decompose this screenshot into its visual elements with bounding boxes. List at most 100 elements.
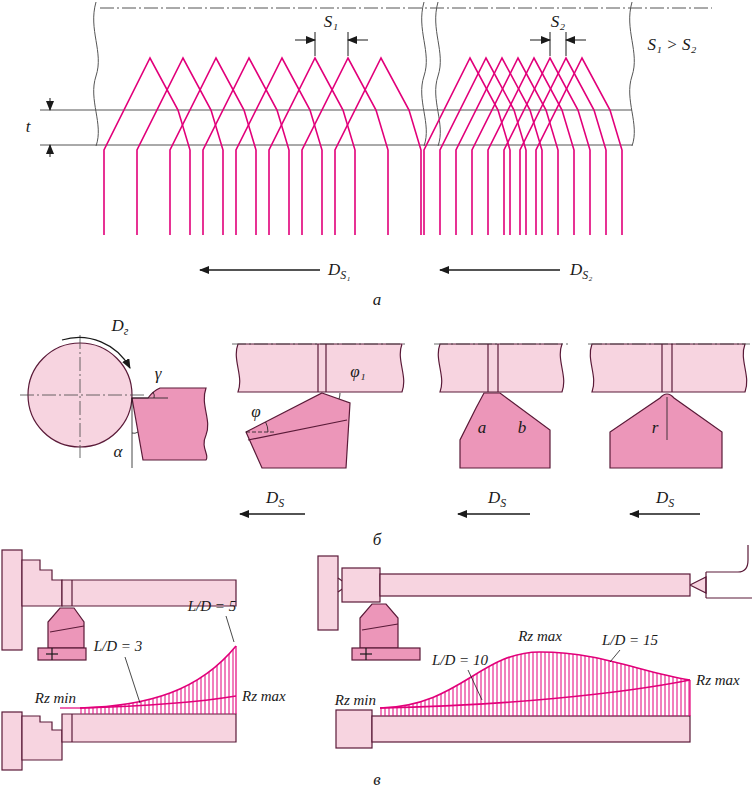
tool-profile-marks	[520, 58, 606, 235]
workpiece-section	[20, 395, 145, 396]
label-anchor: S₁ > S₂	[648, 36, 697, 55]
workpiece-shaft	[62, 714, 236, 742]
tool-profile-marks	[236, 58, 322, 235]
label-anchor: в	[373, 771, 380, 790]
ratio-label: L/D = 3	[94, 638, 142, 654]
workpiece-plan	[590, 344, 746, 392]
angle-label: φ	[251, 402, 260, 421]
roughness-curve-left	[60, 707, 80, 708]
lathe-tool	[365, 648, 366, 660]
roughness-curve-left	[80, 646, 236, 714]
workpiece-outline	[40, 2, 712, 146]
roughness-curve-left	[80, 646, 236, 708]
workpiece-shaft	[62, 580, 236, 742]
cutting-tool-side	[132, 388, 208, 460]
workpiece-plan	[232, 344, 750, 392]
lathe-tool	[38, 648, 86, 660]
tool-profile-marks	[424, 58, 510, 235]
cutting-tool-plan	[246, 393, 350, 468]
roughness-curve-left	[80, 696, 236, 708]
cutting-tool-plan	[266, 422, 268, 432]
workpiece-outline	[94, 2, 99, 146]
dimension-lines	[440, 269, 560, 270]
feed-label: DS₂	[570, 260, 592, 279]
roughness-curve-right	[689, 680, 690, 716]
cutting-tool-side	[132, 388, 208, 468]
roughness-curve-right	[380, 680, 690, 708]
dimension-lines	[566, 32, 567, 56]
cutting-tool-plan	[246, 393, 722, 468]
lathe-tool	[362, 624, 398, 630]
feed-arrows	[240, 513, 305, 514]
dimension-label: S₂	[551, 12, 565, 31]
feed-arrows	[630, 513, 700, 514]
angle-label: φ₁	[350, 362, 365, 381]
tool-profile-marks	[440, 58, 526, 235]
ratio-label: L/D = 5	[188, 598, 236, 614]
workpiece-plan	[497, 344, 498, 392]
label-anchor: L/D = 3	[94, 637, 142, 655]
workpiece-shaft	[342, 568, 380, 602]
note-label: S₁ > S₂	[648, 35, 697, 54]
dimension-lines	[50, 145, 51, 157]
lathe-tool	[38, 608, 86, 660]
workpiece-section	[20, 335, 145, 458]
feed-arrows	[458, 513, 530, 514]
roughness-curve-left	[60, 616, 236, 714]
label-anchor: Rz max	[518, 627, 562, 645]
dimension-lines	[50, 98, 51, 110]
tool-profile-marks	[456, 58, 542, 235]
tool-profile-marks	[137, 58, 223, 235]
edge-label: a	[478, 418, 487, 437]
workpiece-plan	[588, 344, 750, 345]
roughness-curve-right	[380, 650, 690, 716]
roughness-label: Rz max	[696, 672, 740, 688]
chuck	[2, 712, 22, 770]
roughness-curve-left	[235, 646, 236, 714]
feed-label: DS	[488, 488, 506, 507]
tool-profile-marks	[472, 58, 558, 235]
workpiece-shaft	[380, 574, 690, 596]
roughness-curve-left	[226, 616, 234, 642]
tool-profile-marks	[104, 58, 622, 235]
roughness-label: Rz min	[35, 690, 76, 706]
label-anchor: γ	[155, 365, 162, 384]
cutting-tool-plan	[460, 393, 550, 468]
workpiece-outline	[40, 145, 632, 146]
label-anchor: φ	[251, 403, 260, 422]
label-anchor: S₁	[324, 13, 338, 32]
chuck	[2, 550, 22, 650]
lathe-tool	[352, 648, 420, 660]
dimension-lines	[295, 40, 315, 41]
ratio-label: L/D = 10	[432, 652, 488, 668]
workpiece-shaft	[71, 580, 72, 606]
workpiece-shaft	[71, 714, 72, 742]
workpiece-plan	[317, 344, 318, 392]
tool-profile-marks	[488, 58, 574, 235]
feed-arrows	[240, 513, 700, 514]
workpiece-plan	[236, 344, 403, 392]
cutting-tool-plan	[246, 432, 276, 433]
label-anchor: DS₂	[570, 261, 592, 280]
dimension-lines	[200, 269, 320, 270]
workpiece-outline	[422, 2, 427, 146]
label-anchor: Rz max	[696, 671, 740, 689]
dimension-label: S₁	[324, 12, 338, 31]
workpiece-outline	[630, 2, 635, 146]
lathe-tool	[50, 626, 84, 632]
rotation-arrow	[62, 337, 130, 368]
dimension-label: t	[26, 117, 31, 136]
roughness-curve-right	[380, 652, 690, 708]
label-anchor: L/D = 15	[602, 631, 658, 649]
roughness-curve-left	[125, 657, 140, 703]
centers-and-faceplate	[705, 572, 706, 598]
tool-profile-marks	[302, 58, 388, 235]
lathe-tool	[48, 608, 84, 648]
label-anchor: DS	[488, 489, 506, 508]
label-anchor: α	[114, 443, 123, 462]
label-anchor: а	[373, 291, 382, 310]
roughness-curve-right	[610, 650, 620, 662]
lathe-tool	[360, 604, 398, 648]
cutting-tool-plan	[667, 397, 668, 440]
tool-profile-marks	[504, 58, 590, 235]
